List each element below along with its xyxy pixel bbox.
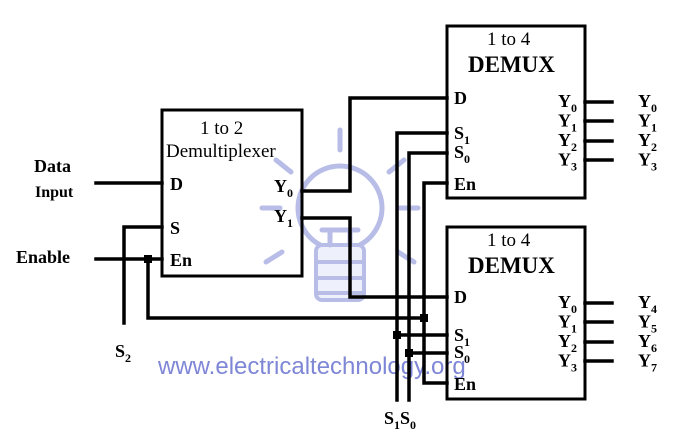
demux-1to2-pin-en: En <box>170 250 192 270</box>
demux-bottom-box <box>445 225 587 401</box>
bottom-output-stubs <box>583 301 614 363</box>
demux-1to2-pin-d: D <box>170 174 183 194</box>
demux-bottom-output-y-0: Y4 <box>638 292 657 316</box>
lightbulb-icon <box>259 127 421 302</box>
s2-label: S2 <box>115 341 131 365</box>
demux-bottom-output-y-3: Y7 <box>638 351 657 375</box>
demux-bottom-pin-s0: S0 <box>454 342 470 366</box>
demux-top-inner-y-0: Y0 <box>558 91 577 115</box>
demux-top-title-2: DEMUX <box>468 52 555 77</box>
demux-bottom-inner-y-0: Y0 <box>558 292 577 316</box>
demux-bottom-output-y-1: Y5 <box>638 312 657 336</box>
demux-top-pin-d: D <box>454 88 467 108</box>
demux-top-output-y-2: Y2 <box>638 130 657 154</box>
top-output-stubs <box>583 100 614 162</box>
demux-bottom-title-1: 1 to 4 <box>487 230 531 251</box>
demux-bottom-inner-y-3: Y3 <box>558 351 577 375</box>
demux-1to2-y0: Y0 <box>274 176 293 200</box>
demux-1to2-title-1: 1 to 2 <box>200 118 243 139</box>
demux-bottom-inner-y-1: Y1 <box>558 312 577 336</box>
demux-top-output-y-1: Y1 <box>638 111 657 135</box>
demux-1to2-pin-s: S <box>170 218 180 238</box>
junction-dots <box>144 255 428 357</box>
demux-bottom-pin-s1: S1 <box>454 325 470 349</box>
demux-bottom-pin-d: D <box>454 287 467 307</box>
watermark-text: www.electricaltechnology.org <box>157 353 466 380</box>
data-input-label: Data <box>34 156 71 176</box>
demux-bottom-pin-en: En <box>454 374 476 394</box>
demux-1to2-title-2: Demultiplexer <box>166 141 276 162</box>
demux-top-box <box>445 24 587 200</box>
enable-label: Enable <box>16 247 70 267</box>
demux-top-pin-en: En <box>454 174 476 194</box>
demux-bottom-output-y-2: Y6 <box>638 331 657 355</box>
demux-bottom-title-2: DEMUX <box>468 253 555 278</box>
data-input-label-2: Input <box>35 184 74 201</box>
demux-bottom-inner-y-2: Y2 <box>558 331 577 355</box>
demux-top-output-y-3: Y3 <box>638 150 657 174</box>
s1-s0-label: S1S0 <box>384 408 416 432</box>
demux-1to2-y1: Y1 <box>274 206 293 230</box>
demux-top-inner-y-2: Y2 <box>558 130 577 154</box>
demux-top-output-y-0: Y0 <box>638 91 657 115</box>
demux-top-inner-y-1: Y1 <box>558 111 577 135</box>
demux-top-title-1: 1 to 4 <box>487 29 531 50</box>
demux-top-inner-y-3: Y3 <box>558 150 577 174</box>
demux-top-pin-s0: S0 <box>454 142 470 166</box>
demux-top-pin-s1: S1 <box>454 123 470 147</box>
demux-1to2-box <box>160 108 304 278</box>
